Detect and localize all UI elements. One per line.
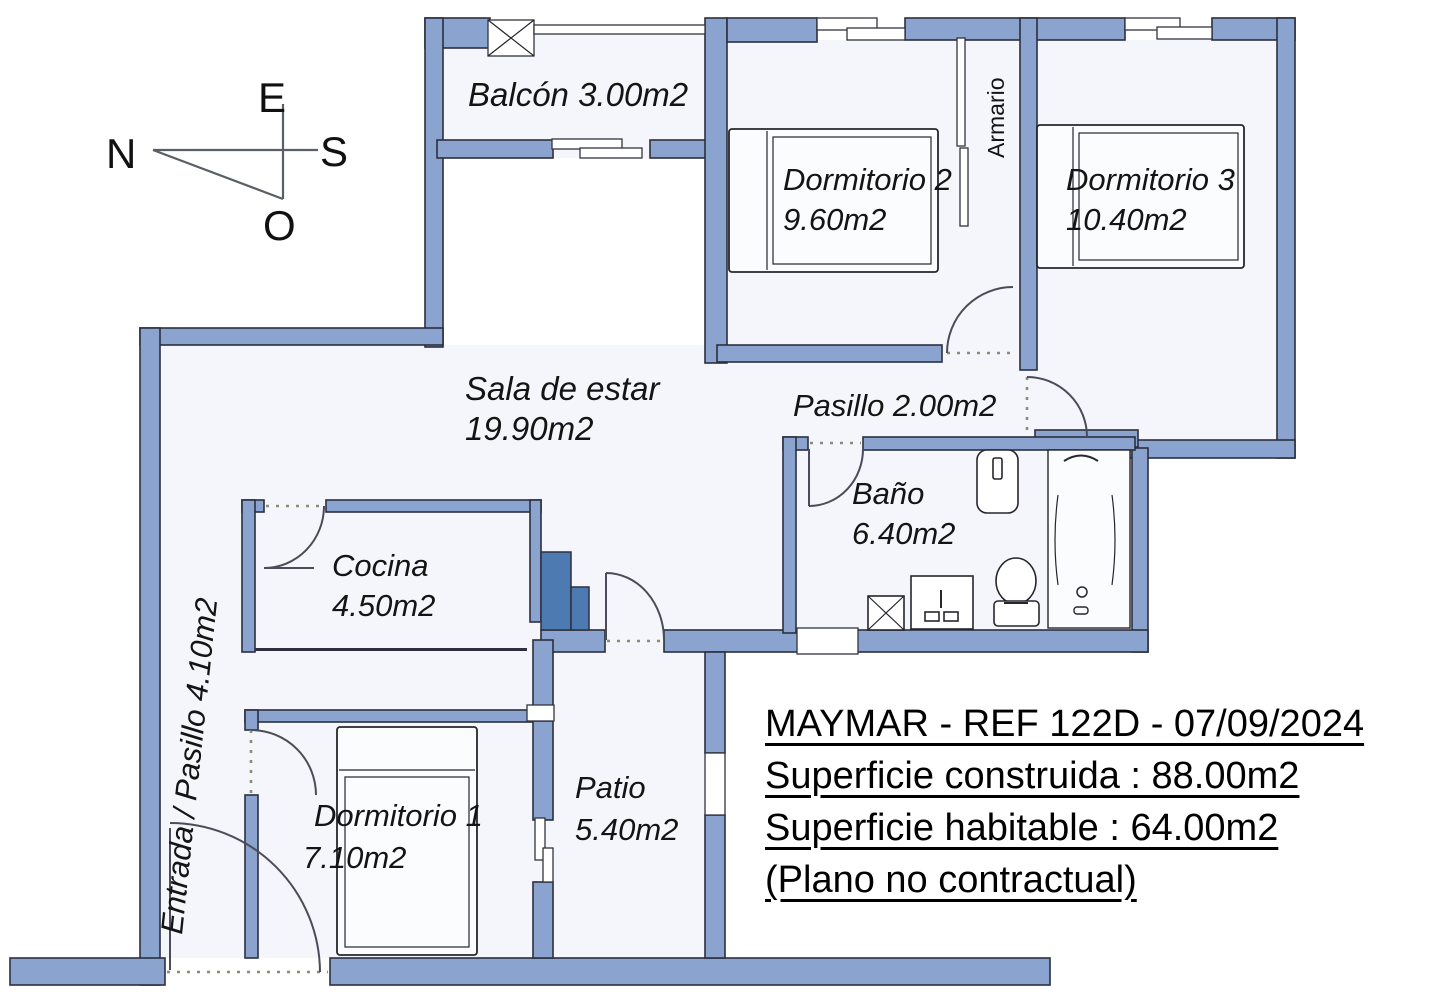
patio-door — [605, 572, 665, 641]
label-bedroom3-name: Dormitorio 3 — [1066, 162, 1235, 197]
water-heater-detail — [992, 457, 1003, 480]
wall-bath-bottom — [663, 629, 1149, 653]
label-closet: Armario — [983, 77, 1009, 158]
stair-step-2 — [570, 586, 590, 631]
wall-bedroom1-right-b — [532, 720, 554, 821]
closet-slider-b — [959, 147, 969, 227]
compass-west: O — [263, 202, 296, 249]
bed-bedroom2 — [728, 128, 939, 273]
wall-bedroom1-left-a — [244, 709, 259, 731]
wall-bedroom2-top — [726, 17, 818, 43]
bedroom3-door — [1026, 376, 1088, 438]
wall-bottom-1 — [9, 957, 166, 986]
wall-patio-right-a — [704, 651, 726, 754]
label-bedroom1-area: 7.10m2 — [303, 840, 406, 875]
walls — [9, 17, 1296, 986]
wall-bedroom2-bottom — [716, 344, 943, 363]
window-bedroom3-b — [1156, 26, 1213, 40]
compass-south: S — [320, 128, 348, 175]
wall-outer-right — [1276, 17, 1296, 459]
bed-bedroom3 — [1036, 124, 1245, 269]
bath-door — [808, 448, 864, 507]
wall-balcony-left — [424, 17, 444, 348]
label-bedroom3-area: 10.40m2 — [1066, 202, 1187, 237]
wall-bedroom1-right-c — [532, 881, 554, 959]
window-balcony-b — [579, 147, 643, 159]
bedroom2-door — [946, 286, 1014, 354]
bed-bedroom1 — [336, 726, 478, 956]
label-living-area: 19.90m2 — [465, 410, 593, 447]
wall-kitchen-right — [529, 499, 542, 623]
label-bedroom2-area: 9.60m2 — [783, 202, 886, 237]
window-patio — [704, 752, 726, 816]
wall-balcony-bottom-left — [436, 139, 554, 159]
wall-kitchen-top — [325, 499, 542, 513]
label-bedroom1-name: Dormitorio 1 — [314, 798, 483, 833]
window-bedroom1-a — [534, 817, 546, 861]
compass-lines — [152, 104, 318, 201]
water-heater-icon — [976, 449, 1019, 514]
wall-bottom-2 — [329, 957, 1051, 986]
kitchen-door — [263, 505, 325, 569]
title-line-built-area: Superficie construida : 88.00m2 — [765, 755, 1300, 797]
label-kitchen-area: 4.50m2 — [332, 588, 435, 623]
furniture — [336, 124, 1245, 956]
wall-bedroom1-top — [244, 709, 534, 723]
entrance-door — [169, 822, 321, 973]
wall-kitchen-left — [241, 499, 256, 653]
wall-bath-left — [782, 436, 797, 634]
room-labels: Balcón 3.00m2 Dormitorio 2 9.60m2 Dormit… — [154, 76, 1235, 936]
label-patio-area: 5.40m2 — [575, 812, 678, 847]
balcony-railing — [533, 24, 706, 35]
closet-slider-a — [956, 37, 966, 147]
label-hallway: Pasillo 2.00m2 — [793, 388, 996, 423]
label-bedroom2-name: Dormitorio 2 — [783, 162, 952, 197]
stairs — [540, 551, 590, 631]
opening-passage-patio — [526, 704, 555, 722]
wall-bedroom2-left — [704, 17, 728, 364]
bathtub-icon — [1047, 449, 1131, 629]
wall-bath-right — [1131, 447, 1149, 653]
wall-bath-top — [862, 436, 1136, 451]
doors — [167, 286, 1088, 974]
bathroom-fixtures — [867, 449, 1131, 631]
compass-north: N — [106, 130, 136, 177]
title-line-reference: MAYMAR - REF 122D - 07/09/2024 — [765, 703, 1365, 745]
title-line-living-area: Superficie habitable : 64.00m2 — [765, 807, 1279, 849]
windows — [487, 17, 1213, 883]
title-line-disclaimer: (Plano no contractual) — [765, 859, 1137, 901]
wall-closet-right — [1019, 17, 1038, 371]
sink-cabinet-icon — [910, 575, 974, 630]
window-bedroom1-b — [542, 847, 554, 883]
label-kitchen-name: Cocina — [332, 548, 429, 583]
label-balcony: Balcón 3.00m2 — [468, 76, 688, 113]
window-bath-bottom — [796, 627, 859, 655]
wall-balcony-bottom-right — [649, 139, 713, 159]
toilet-bowl-icon — [995, 557, 1037, 605]
wall-top-middle — [904, 17, 1126, 41]
wall-outer-left — [139, 327, 161, 986]
sink-detail-b — [943, 611, 959, 622]
wall-bedroom1-right-a — [532, 639, 554, 708]
label-patio-name: Patio — [575, 770, 646, 805]
compass-east: E — [258, 74, 286, 121]
window-box-cross — [487, 19, 535, 57]
title-block: MAYMAR - REF 122D - 07/09/2024 Superfici… — [765, 698, 1364, 906]
floor-balcony — [443, 33, 705, 158]
bedroom1-door — [250, 729, 317, 796]
wall-bedroom1-left-b — [244, 794, 259, 959]
compass: N E S O — [106, 74, 348, 249]
toilet-tank-icon — [993, 600, 1040, 627]
label-bath-name: Baño — [852, 476, 924, 511]
wall-patio-right-b — [704, 814, 726, 959]
wall-top-left — [139, 327, 444, 346]
wall-kitchen-bottom-line — [255, 648, 527, 651]
washer-cross — [867, 595, 905, 631]
label-bath-area: 6.40m2 — [852, 516, 955, 551]
sink-detail-a — [924, 611, 940, 622]
label-living-name: Sala de estar — [465, 370, 661, 407]
stair-step-1 — [540, 551, 572, 631]
window-bedroom2-b — [846, 27, 906, 41]
